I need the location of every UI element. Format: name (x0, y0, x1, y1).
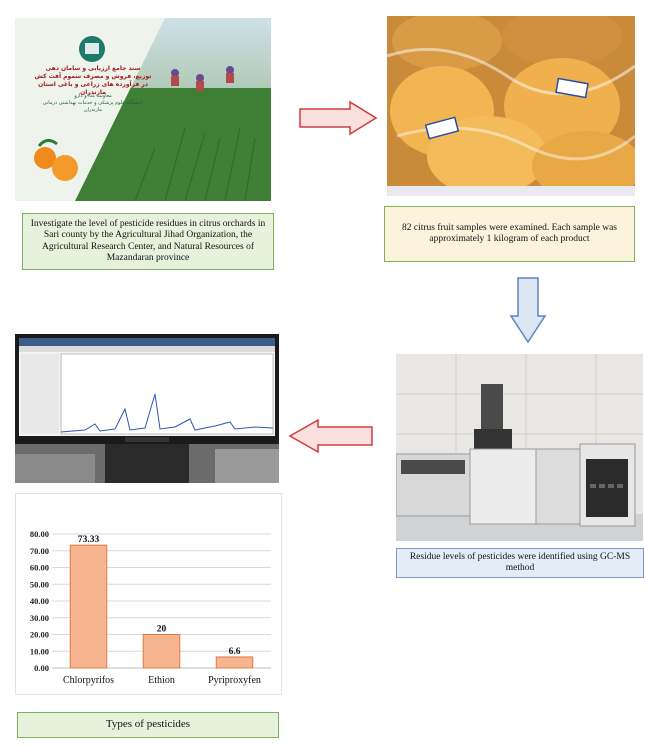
bar-chlorpyrifos (69, 544, 108, 669)
poster-subtitle: معاونت غذا و دارو دانشگاه علوم پزشکی و خ… (42, 93, 144, 113)
y-tick-label: 70.00 (30, 546, 49, 556)
data-label: 6.6 (229, 647, 241, 657)
citrus-samples-photo (387, 16, 635, 196)
x-category-label: Chlorpyrifos (63, 675, 114, 686)
bar-ethion (142, 634, 181, 669)
arrow-down-icon (509, 277, 547, 344)
step1-caption: Investigate the level of pesticide resid… (22, 213, 274, 270)
step3-caption: Residue levels of pesticides were identi… (396, 548, 644, 578)
step4-caption: Types of pesticides (17, 712, 279, 738)
y-tick-label: 30.00 (30, 613, 49, 623)
y-tick-label: 60.00 (30, 563, 49, 573)
poster-image: سند جامع ارزیابی و سامان دهی توزیع، فروش… (15, 18, 271, 201)
x-category-label: Ethion (148, 675, 175, 686)
bar-pyriproxyfen (215, 656, 254, 669)
pesticide-bar-chart: 0.00 10.00 20.00 30.00 40.00 50.00 60.00 70.00 8… (30, 529, 271, 686)
data-label: 73.33 (78, 535, 100, 545)
y-tick-label: 50.00 (30, 579, 49, 589)
y-tick-label: 20.00 (30, 630, 49, 640)
poster-title: سند جامع ارزیابی و سامان دهی توزیع، فروش… (34, 65, 152, 96)
gc-ms-instrument-photo (396, 354, 643, 541)
y-tick-label: 80.00 (30, 529, 49, 539)
y-tick-label: 10.00 (30, 646, 49, 656)
y-tick-label: 0.00 (34, 663, 49, 673)
step2-caption: 82 citrus fruit samples were examined. E… (384, 206, 635, 262)
x-category-label: Pyriproxyfen (208, 675, 261, 686)
arrow-right-icon (299, 100, 378, 136)
y-tick-label: 40.00 (30, 596, 49, 606)
computer-monitor-photo (15, 334, 279, 483)
pesticide-chart-frame: 0.00 10.00 20.00 30.00 40.00 50.00 60.00 70.00 8… (15, 493, 282, 695)
arrow-left-icon (288, 418, 373, 454)
data-label: 20 (157, 625, 167, 635)
